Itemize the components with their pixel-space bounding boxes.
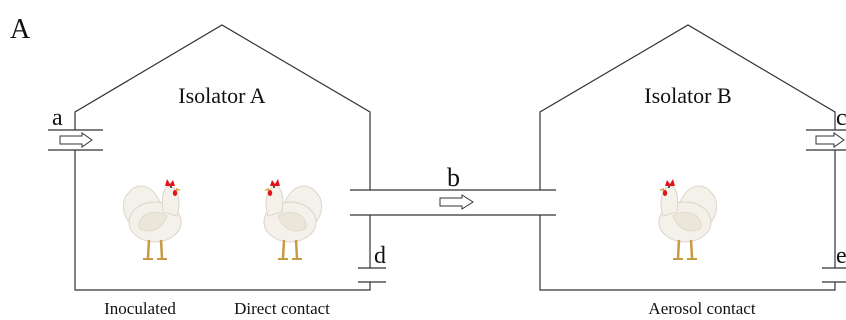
outlet-port-e <box>822 267 846 283</box>
inlet-port-a <box>48 129 103 151</box>
chicken-icon <box>262 177 323 261</box>
isolator-b-outline <box>539 24 836 291</box>
connecting-duct-b <box>350 189 556 216</box>
airflow-arrow-icon <box>59 132 93 148</box>
panel-label: A <box>10 14 31 45</box>
port-label-b: b <box>447 163 460 192</box>
chicken-icon <box>657 177 718 261</box>
outlet-port-d <box>358 267 386 283</box>
caption-inoculated: Inoculated <box>104 299 176 318</box>
port-label-e: e <box>836 243 846 269</box>
port-label-a: a <box>52 105 63 131</box>
airflow-arrow-icon <box>439 194 474 210</box>
port-label-c: c <box>836 105 846 131</box>
chicken-icon <box>122 177 183 261</box>
caption-aerosol-contact: Aerosol contact <box>648 299 755 318</box>
inlet-port-c <box>806 129 846 151</box>
caption-direct-contact: Direct contact <box>234 299 330 318</box>
isolator-a-outline <box>74 24 371 291</box>
isolator-b-title: Isolator B <box>644 83 731 108</box>
port-label-d: d <box>374 243 386 269</box>
isolator-a-title: Isolator A <box>178 83 265 108</box>
airflow-arrow-icon <box>815 132 845 148</box>
